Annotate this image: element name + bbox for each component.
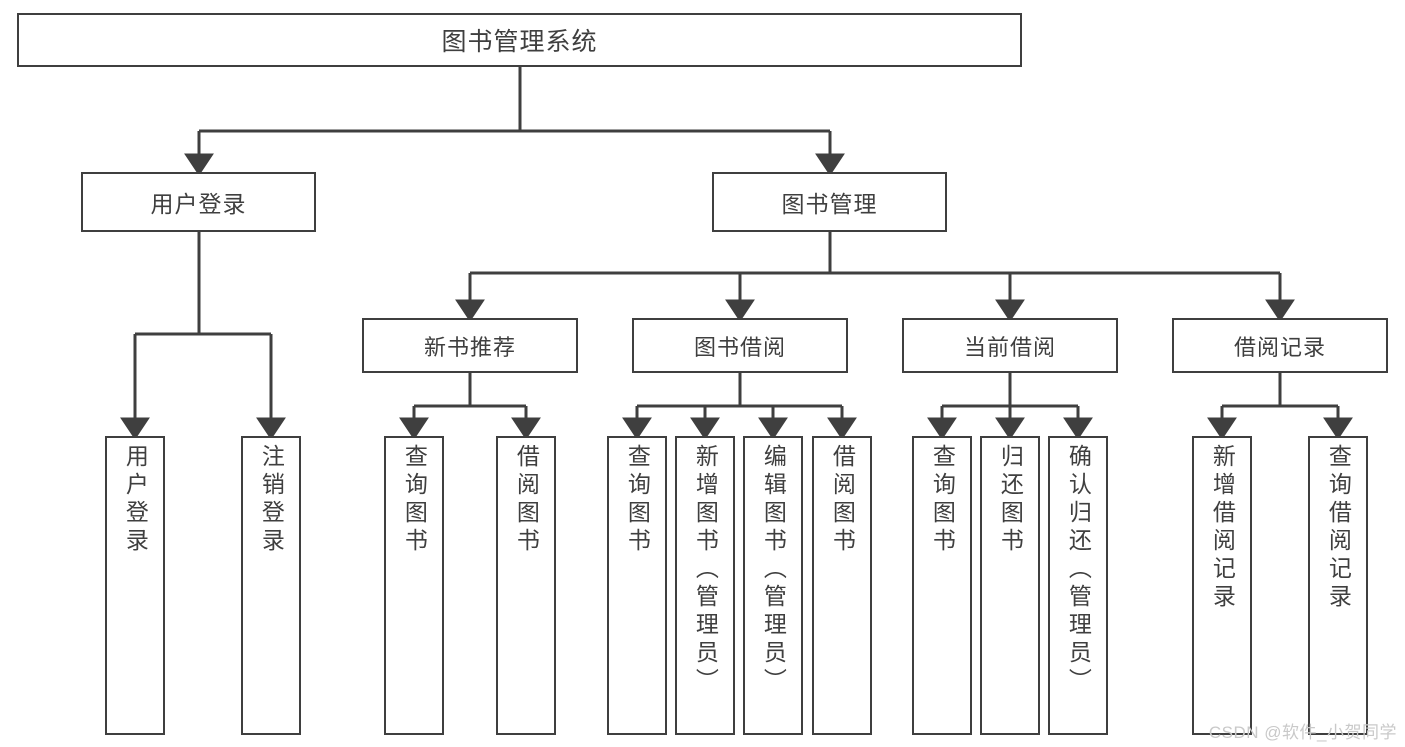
leaf-current-query-book[interactable]: 查询图书 bbox=[912, 436, 972, 735]
node-root[interactable]: 图书管理系统 bbox=[17, 13, 1022, 67]
leaf-user-login-login[interactable]: 用户登录 bbox=[105, 436, 165, 735]
leaf-borrow-edit-book-admin-label: 编辑图书（管理员） bbox=[760, 444, 787, 696]
leaf-borrow-query-book[interactable]: 查询图书 bbox=[607, 436, 667, 735]
leaf-borrow-add-book-admin-label: 新增图书（管理员） bbox=[692, 444, 719, 696]
leaf-borrow-add-book-admin[interactable]: 新增图书（管理员） bbox=[675, 436, 735, 735]
leaf-user-login-logout-label: 注销登录 bbox=[258, 444, 285, 556]
leaf-borrow-borrow-book-label: 借阅图书 bbox=[829, 444, 856, 556]
leaf-new-book-borrow[interactable]: 借阅图书 bbox=[496, 436, 556, 735]
leaf-user-login-login-label: 用户登录 bbox=[122, 444, 149, 556]
leaf-new-book-query-label: 查询图书 bbox=[401, 444, 428, 556]
node-borrow-records[interactable]: 借阅记录 bbox=[1172, 318, 1388, 373]
leaf-new-book-query[interactable]: 查询图书 bbox=[384, 436, 444, 735]
node-user-login-label: 用户登录 bbox=[150, 191, 247, 217]
leaf-borrow-query-book-label: 查询图书 bbox=[624, 444, 651, 556]
leaf-new-book-borrow-label: 借阅图书 bbox=[513, 444, 540, 556]
leaf-records-query-record[interactable]: 查询借阅记录 bbox=[1308, 436, 1368, 735]
leaf-records-query-record-label: 查询借阅记录 bbox=[1325, 444, 1352, 612]
leaf-current-return-book[interactable]: 归还图书 bbox=[980, 436, 1040, 735]
node-root-label: 图书管理系统 bbox=[441, 28, 598, 56]
leaf-current-return-book-label: 归还图书 bbox=[997, 444, 1024, 556]
node-book-management-label: 图书管理 bbox=[781, 191, 878, 217]
leaf-current-query-book-label: 查询图书 bbox=[929, 444, 956, 556]
leaf-user-login-logout[interactable]: 注销登录 bbox=[241, 436, 301, 735]
node-book-borrow-label: 图书借阅 bbox=[693, 334, 786, 360]
node-new-book-recommend[interactable]: 新书推荐 bbox=[362, 318, 578, 373]
leaf-borrow-edit-book-admin[interactable]: 编辑图书（管理员） bbox=[743, 436, 803, 735]
leaf-records-add-record-label: 新增借阅记录 bbox=[1209, 444, 1236, 612]
node-new-book-recommend-label: 新书推荐 bbox=[423, 334, 516, 360]
leaf-borrow-borrow-book[interactable]: 借阅图书 bbox=[812, 436, 872, 735]
node-book-borrow[interactable]: 图书借阅 bbox=[632, 318, 848, 373]
leaf-current-confirm-return-admin[interactable]: 确认归还（管理员） bbox=[1048, 436, 1108, 735]
leaf-current-confirm-return-admin-label: 确认归还（管理员） bbox=[1065, 444, 1092, 696]
node-book-management[interactable]: 图书管理 bbox=[712, 172, 947, 232]
leaf-records-add-record[interactable]: 新增借阅记录 bbox=[1192, 436, 1252, 735]
node-user-login[interactable]: 用户登录 bbox=[81, 172, 316, 232]
node-current-borrow-label: 当前借阅 bbox=[963, 334, 1056, 360]
node-current-borrow[interactable]: 当前借阅 bbox=[902, 318, 1118, 373]
node-borrow-records-label: 借阅记录 bbox=[1233, 334, 1326, 360]
